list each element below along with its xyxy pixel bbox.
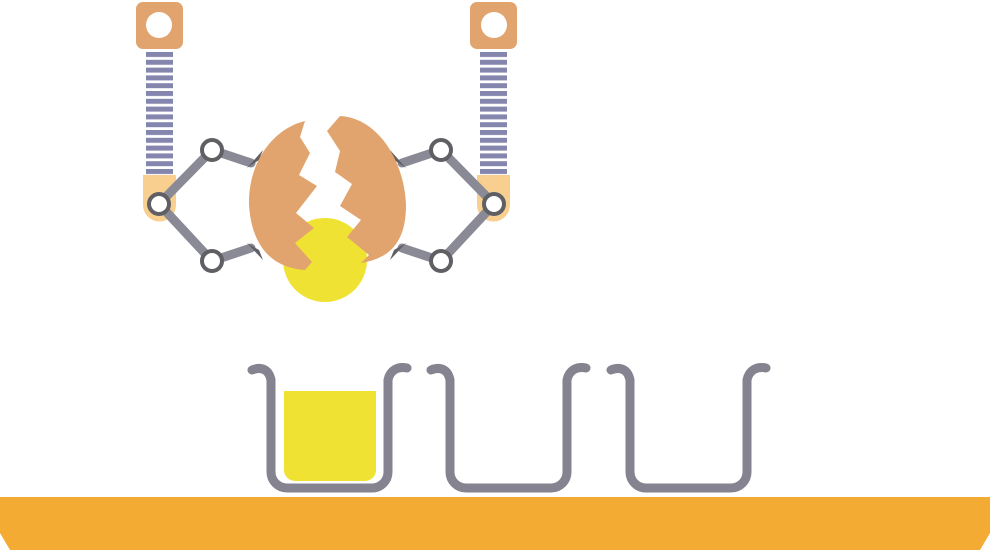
- egg-shell-left: [248, 121, 317, 270]
- conveyor-belt: [0, 497, 990, 550]
- right-claw: [390, 2, 517, 271]
- egg-shell-right: [327, 116, 406, 263]
- cup-3: [606, 363, 771, 493]
- left-claw: [136, 2, 263, 271]
- cup-2: [426, 363, 591, 493]
- cup-1: [247, 363, 412, 493]
- egg-yolk: [283, 218, 367, 302]
- yolk-in-cup: [284, 391, 376, 481]
